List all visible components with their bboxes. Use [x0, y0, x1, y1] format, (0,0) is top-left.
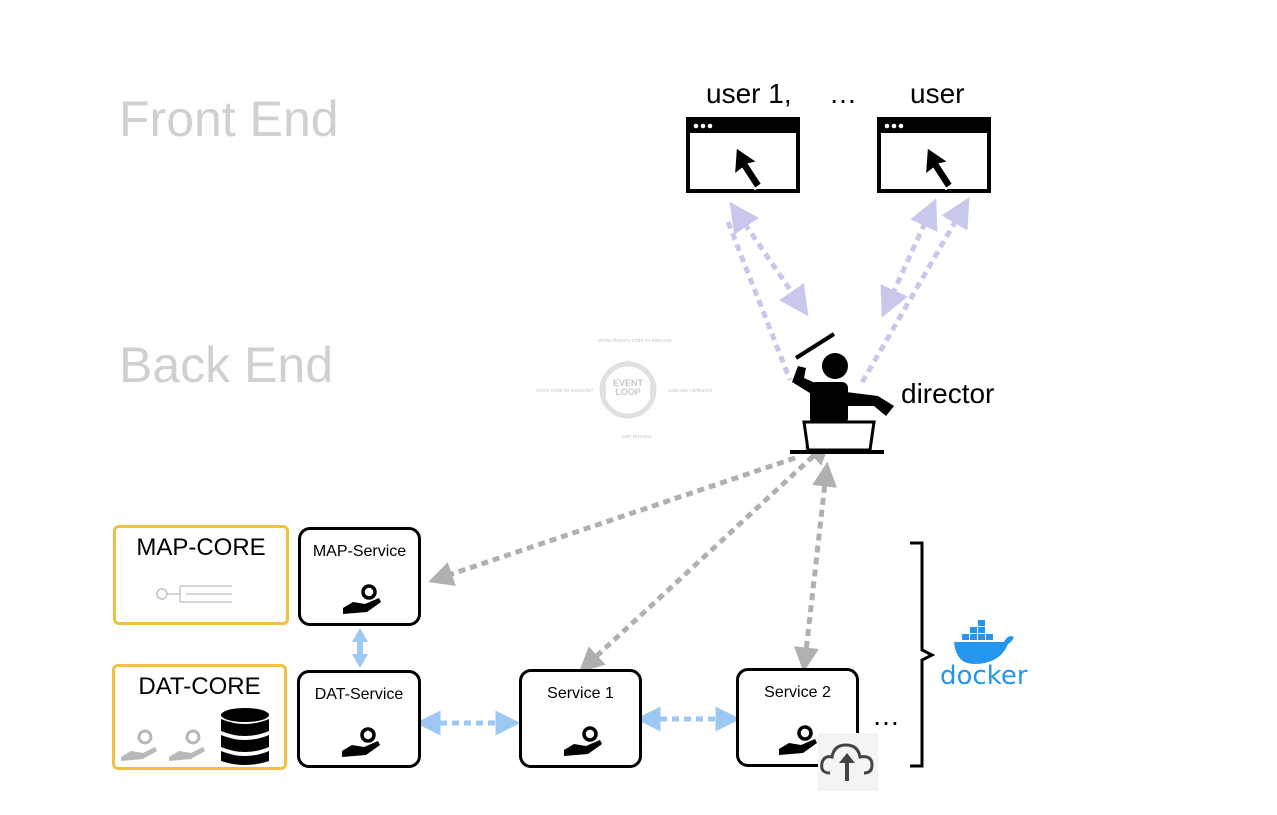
map-core-box: MAP-CORE [113, 525, 289, 625]
service1-title: Service 1 [547, 685, 614, 702]
docker-label: docker [940, 661, 1028, 691]
conductor-icon [790, 332, 894, 454]
dat-core-box: DAT-CORE [112, 664, 287, 770]
director-service1-arrow [578, 439, 832, 673]
gear-hand-icon [121, 729, 157, 761]
dat-core-title: DAT-CORE [138, 673, 261, 700]
user-first-label: user 1, [706, 78, 792, 109]
gear-hand-icon [342, 727, 380, 757]
docker-bracket [910, 541, 936, 768]
gear-hand-icon [779, 725, 817, 755]
browser-window-icon [877, 117, 991, 193]
more-services-ellipsis: … [872, 700, 902, 731]
director-service2-arrow [793, 461, 838, 673]
user1-director-arrows [725, 201, 809, 381]
service1-box: Service 1 [519, 669, 642, 768]
gear-hand-icon [343, 584, 381, 614]
event-loop-line1: EVENT [612, 378, 643, 388]
event-loop-top-text: while there's code to execute [598, 338, 672, 344]
map-service-box: MAP-Service [298, 527, 421, 626]
gear-hand-icon [564, 726, 602, 756]
back-end-label: Back End [119, 337, 334, 393]
map-service-title: MAP-Service [312, 543, 407, 560]
map-core-title: MAP-CORE [136, 534, 266, 561]
user-last-label: user [910, 78, 965, 109]
user2-director-arrows [857, 197, 970, 388]
director-label: director [901, 378, 995, 409]
event-loop-icon: EVENT LOOP while there's code to execute… [536, 336, 726, 444]
users-ellipsis: … [829, 78, 857, 109]
dat-service-box: DAT-Service [297, 670, 421, 768]
event-loop-line2: LOOP [615, 387, 641, 397]
cursor-arrow-icon [732, 145, 764, 191]
map-icon [156, 585, 232, 603]
browser-window-icon [686, 117, 800, 193]
map-dat-arrow [352, 628, 368, 668]
service2-title: Service 2 [764, 684, 831, 701]
event-loop-bottom-text: exit process [622, 434, 653, 440]
dat-service-title: DAT-Service [314, 686, 404, 703]
director-map-service-arrow [428, 455, 796, 586]
gear-hand-icon [169, 729, 205, 761]
front-end-label: Front End [119, 91, 339, 147]
cursor-arrow-icon [923, 145, 955, 191]
docker-whale-icon [954, 620, 1014, 664]
event-loop-right-text: execute callbacks [668, 388, 713, 394]
cloud-upload-icon [818, 733, 878, 791]
database-icon [221, 708, 269, 765]
event-loop-left-text: more code to execute? [536, 388, 594, 394]
